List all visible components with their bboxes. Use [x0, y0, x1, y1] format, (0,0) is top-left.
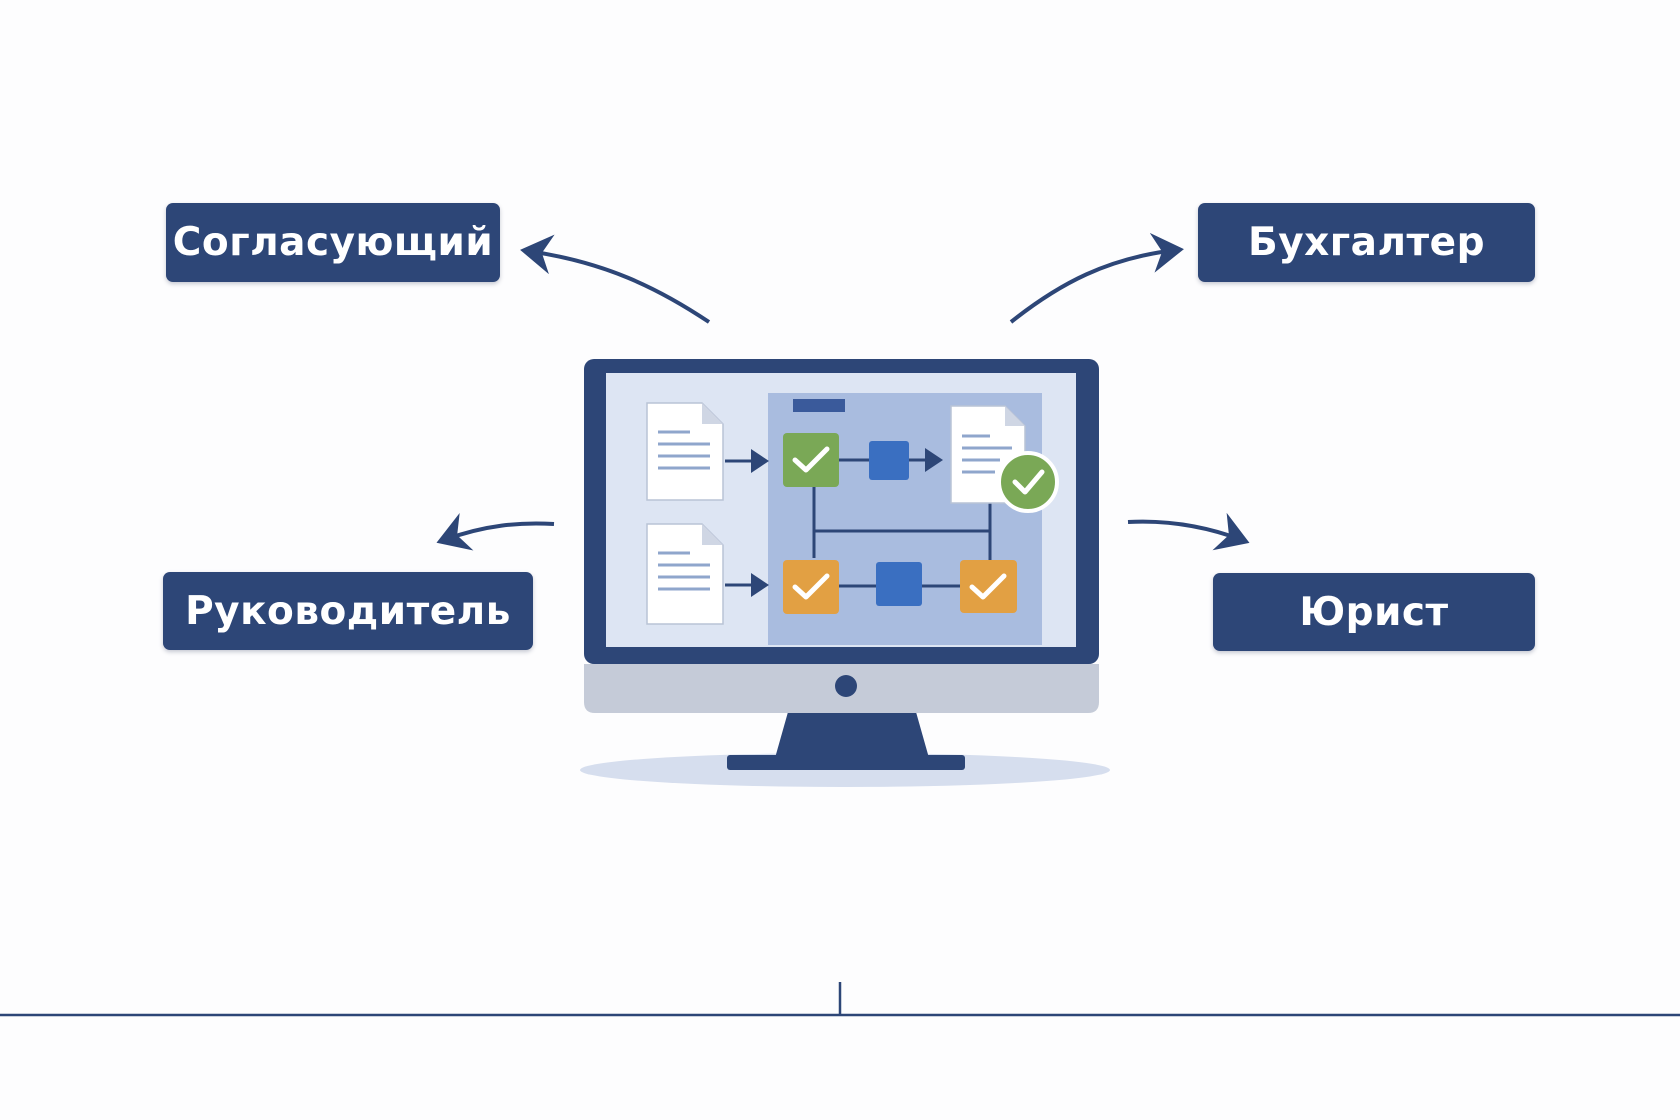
step-approved — [783, 433, 839, 487]
monitor-stand — [775, 712, 929, 758]
monitor-stand-foot — [727, 755, 965, 770]
step-pending — [783, 560, 839, 614]
process-step — [869, 441, 909, 480]
document-icon — [647, 524, 723, 624]
document-icon — [647, 403, 723, 500]
arrow-to-accountant — [1011, 250, 1176, 322]
panel-title-bar — [793, 399, 845, 412]
process-step — [876, 562, 922, 606]
monitor-power-button — [835, 675, 857, 697]
approved-badge — [999, 453, 1057, 511]
step-pending — [960, 560, 1017, 613]
arrow-to-lawyer — [1128, 522, 1242, 540]
arrow-to-approver — [528, 251, 709, 322]
arrow-to-manager — [444, 523, 554, 540]
